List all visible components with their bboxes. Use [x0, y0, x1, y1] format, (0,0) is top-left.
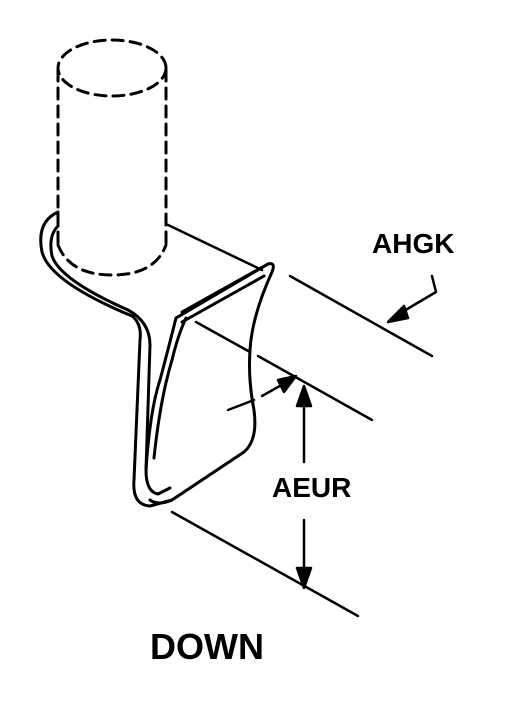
dim-arrow-up	[295, 384, 313, 408]
ext-line-upper	[164, 222, 264, 272]
spring-clip	[39, 210, 275, 508]
clip-front-leaf	[148, 262, 275, 505]
clip-inner-curl	[49, 224, 172, 496]
ext-line-rod-top	[288, 274, 434, 358]
clip-inner-v-2	[152, 316, 188, 460]
phantom-stud	[56, 38, 168, 277]
dimension-arrows	[260, 374, 313, 590]
dimension-label: AEUR	[272, 472, 352, 503]
ext-line-mid-left	[226, 398, 256, 412]
stud-top-ellipse	[56, 38, 168, 98]
leader-arrowhead	[386, 304, 410, 324]
diagram-caption: DOWN	[150, 626, 264, 667]
clip-leaf-top-edge	[180, 262, 270, 314]
top-callout-leader	[386, 274, 438, 324]
ext-line-rod-bottom	[256, 354, 374, 422]
top-callout-label: AHGK	[372, 228, 455, 259]
stud-bottom-arc	[56, 243, 168, 277]
leader-line	[390, 274, 438, 320]
dim-arrow-down	[295, 566, 313, 590]
clip-inner-v	[144, 316, 178, 472]
ext-line-inner	[194, 320, 252, 354]
extension-lines	[164, 222, 434, 618]
clip-outer-curl	[39, 210, 174, 508]
clip-leaf-top-edge-2	[180, 274, 266, 324]
ext-line-lower	[170, 510, 360, 618]
dim-leader-arrowhead	[276, 374, 298, 394]
